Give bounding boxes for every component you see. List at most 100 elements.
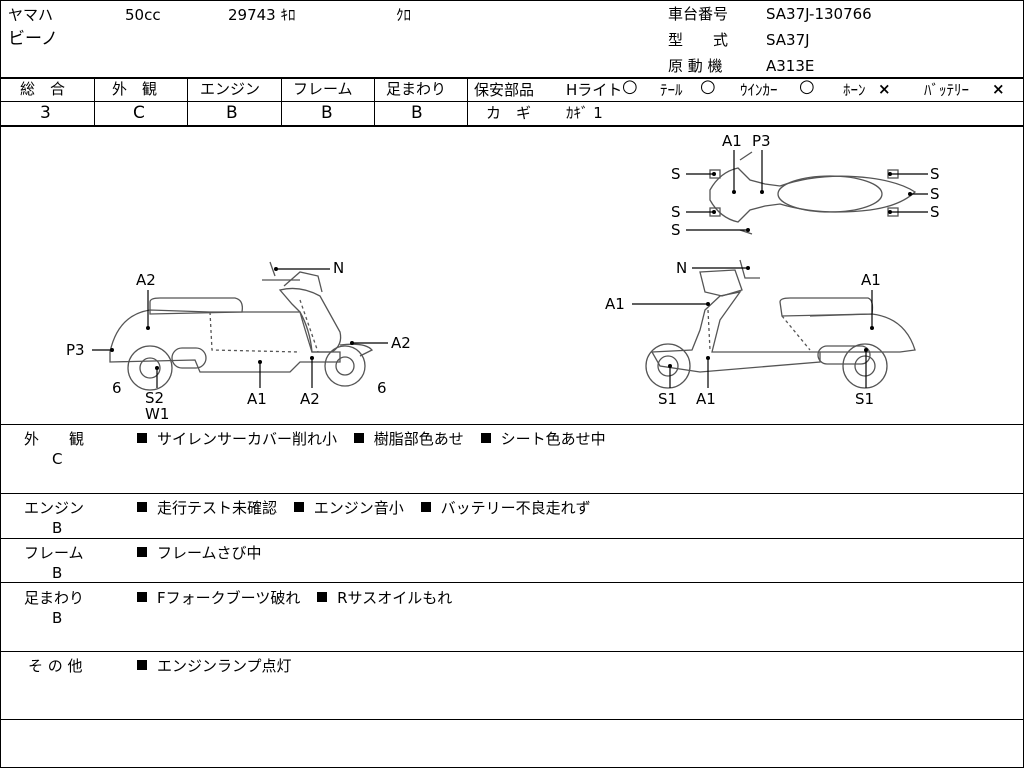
note-item: エンジンランプ点灯 [157,657,292,675]
note-items-suspension: Fフォークブーツ破れ Rサスオイルもれ [137,587,464,608]
divider [0,719,1024,720]
note-label-frame: フレーム [24,544,84,562]
label-p3: P3 [66,341,85,359]
label-s-top-5: S [930,185,940,203]
label-a1-right-right: A1 [861,271,881,289]
bullet-icon [420,502,431,512]
horn-label: ﾎｰﾝ [843,81,866,99]
note-item: エンジン音小 [313,499,404,517]
divider [468,101,1024,102]
key-label: カ ギ [486,104,532,122]
label-a1-right-bottom: A1 [696,390,716,408]
note-grade-frame: B [52,564,63,582]
label-s-top-6: S [930,203,940,221]
bullet-icon [137,502,147,512]
left-side-scooter-icon [109,261,374,391]
note-items-exterior: サイレンサーカバー削れ小 樹脂部色あせ シート色あせ中 [137,428,618,449]
tail-label: ﾃｰﾙ [660,81,683,99]
label-n-left: N [333,259,344,277]
divider [0,493,1024,494]
color: ｸﾛ [396,6,412,24]
bullet-icon [293,502,304,512]
engine-value: A313E [766,57,815,75]
label-a1-right-left: A1 [605,295,625,313]
note-item: Fフォークブーツ破れ [157,589,301,607]
divider [0,538,1024,539]
label-s2: S2 [145,389,164,407]
divider [0,582,1024,583]
mileage: 29743 ｷﾛ [228,6,296,24]
type-value: SA37J [766,31,810,49]
divider [187,78,188,126]
bullet-icon [353,433,364,443]
label-s-top-1: S [671,165,681,183]
suspension-grade: B [411,103,423,123]
divider [0,651,1024,652]
note-item: シート色あせ中 [500,430,606,448]
exterior-grade: C [133,103,145,123]
type-label: 型 式 [668,31,729,49]
safety-label: 保安部品 [474,81,535,99]
note-items-engine: 走行テスト未確認 エンジン音小 バッテリー不良走れず [137,497,603,518]
frame-no: SA37J-130766 [766,5,872,23]
note-grade-engine: B [52,519,63,537]
frame-grade: B [321,103,333,123]
divider [281,78,282,126]
total-label: 総 合 [20,80,66,98]
total-grade: 3 [40,103,51,123]
label-a2-top: A2 [136,271,156,289]
note-items-other: エンジンランプ点灯 [137,655,304,676]
engine-label: 原 動 機 [668,57,723,75]
divider [0,125,1024,127]
divider [0,424,1024,425]
label-s-top-4: S [930,165,940,183]
battery-status: × [992,80,1005,98]
battery-label: ﾊﾞｯﾃﾘｰ [924,81,970,99]
label-a1-top: A1 [722,132,742,150]
bullet-icon [137,433,147,443]
label-n-right: N [676,259,687,277]
label-w1: W1 [145,405,169,423]
note-item: 樹脂部色あせ [373,430,464,448]
label-s-top-3: S [671,221,681,239]
tail-status: ○ [700,76,716,97]
winker-status: ○ [799,76,815,97]
label-a1-left: A1 [247,390,267,408]
label-p3-top: P3 [752,132,771,150]
frame-no-label: 車台番号 [668,5,729,23]
bullet-icon [137,592,147,602]
divider [94,78,95,126]
top-view-scooter-icon [709,151,917,235]
note-item: 走行テスト未確認 [157,499,278,517]
note-item: サイレンサーカバー削れ小 [157,430,338,448]
note-label-exterior: 外 観 [24,430,85,448]
note-grade-exterior: C [52,450,63,468]
note-label-suspension: 足まわり [24,589,85,607]
note-grade-suspension: B [52,609,63,627]
note-item: フレームさび中 [157,544,262,562]
frame-grade-label: フレーム [293,80,353,98]
label-a2-bottom: A2 [300,390,320,408]
bullet-icon [317,592,328,602]
label-s1-front: S1 [658,390,677,408]
label-s1-rear: S1 [855,390,874,408]
engine-grade-label: エンジン [200,80,261,98]
model-name: ビーノ [8,29,58,49]
exterior-label: 外 観 [112,80,158,98]
maker: ヤマハ [8,6,54,24]
headlight-label: Hライト [566,81,623,99]
divider [467,78,468,126]
bullet-icon [480,433,491,443]
note-items-frame: フレームさび中 [137,542,274,563]
label-six-right: 6 [377,379,387,397]
label-six-left: 6 [112,379,122,397]
divider [374,78,375,126]
engine-grade: B [226,103,238,123]
note-label-engine: エンジン [24,499,85,517]
label-s-top-2: S [671,203,681,221]
note-item: バッテリー不良走れず [440,499,591,517]
divider [0,101,468,102]
note-item: Rサスオイルもれ [337,589,453,607]
bullet-icon [137,547,147,557]
headlight-status: ○ [622,76,638,97]
